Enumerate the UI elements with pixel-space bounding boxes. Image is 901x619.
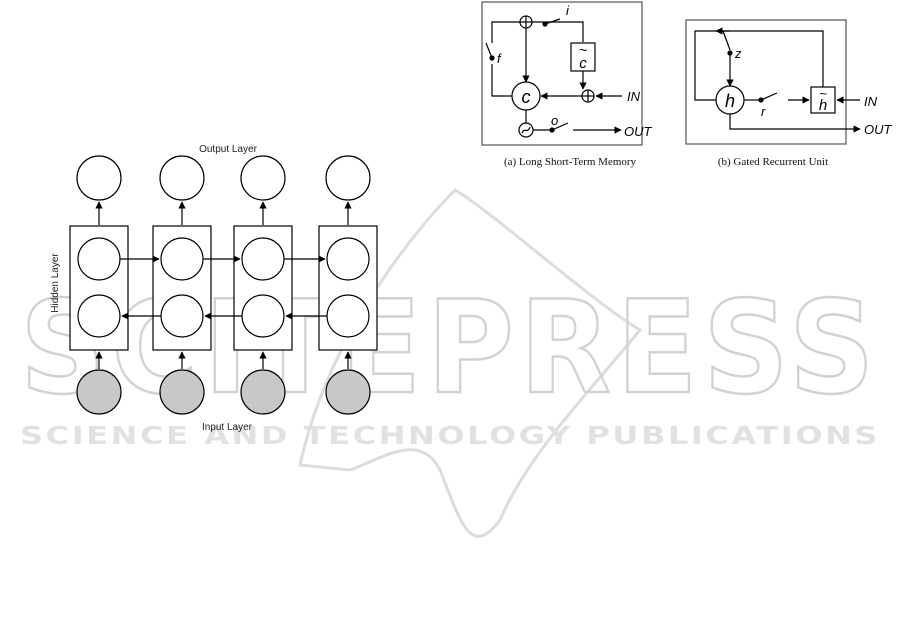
input-node [77,370,121,414]
gru-out-path [730,114,860,129]
backward-hidden-node [161,295,203,337]
forward-hidden-node [242,238,284,280]
gru-left-loop [695,31,716,100]
input-gate-path [532,22,583,42]
forward-hidden-node [161,238,203,280]
gru-caption: (b) Gated Recurrent Unit [718,156,828,168]
gate-z-label: z [734,46,742,61]
reset-gate-switch [761,93,777,100]
hidden-layer-label: Hidden Layer [50,253,61,313]
cell-state-label: c [522,87,531,107]
input-node [241,370,285,414]
output-node [326,156,370,200]
gru-in-label: IN [864,94,878,109]
output-node [160,156,204,200]
backward-hidden-node [242,295,284,337]
backward-hidden-node [78,295,120,337]
lstm-caption: (a) Long Short-Term Memory [504,156,637,168]
input-layer-label: Input Layer [202,422,253,433]
gru-diagram: z h r ~ h IN OUT [686,20,893,144]
gate-r-label: r [761,104,766,119]
lstm-in-label: IN [627,89,641,104]
gru-feedback-path [716,31,823,87]
gru-frame [686,20,846,144]
candidate-cell-label: c [579,55,587,72]
update-gate-switch [723,31,730,50]
forget-top-path [492,22,520,43]
forget-loop [492,64,512,96]
watermark-sub-text: SCIENCE AND TECHNOLOGY PUBLICATIONS [20,421,880,450]
lstm-diagram: i ~ c c f IN o OUT [482,2,653,145]
output-layer-label: Output Layer [199,144,257,155]
hidden-state-label: h [725,91,735,111]
forward-hidden-node [327,238,369,280]
gate-o-label: o [551,113,558,128]
backward-hidden-node [327,295,369,337]
gru-out-label: OUT [864,122,893,137]
output-node [241,156,285,200]
input-node [160,370,204,414]
lstm-frame [482,2,642,145]
gate-f-label: f [497,51,502,66]
output-node [77,156,121,200]
forward-hidden-node [78,238,120,280]
watermark: SCITEPRESS SCIENCE AND TECHNOLOGY PUBLIC… [20,190,880,536]
update-gate-dot [728,51,732,55]
input-node [326,370,370,414]
watermark-main-text: SCITEPRESS [20,274,880,423]
candidate-hidden-label: h [819,97,827,114]
gate-i-label: i [566,3,570,18]
forget-gate-dot [490,56,494,60]
lstm-out-label: OUT [624,124,653,139]
